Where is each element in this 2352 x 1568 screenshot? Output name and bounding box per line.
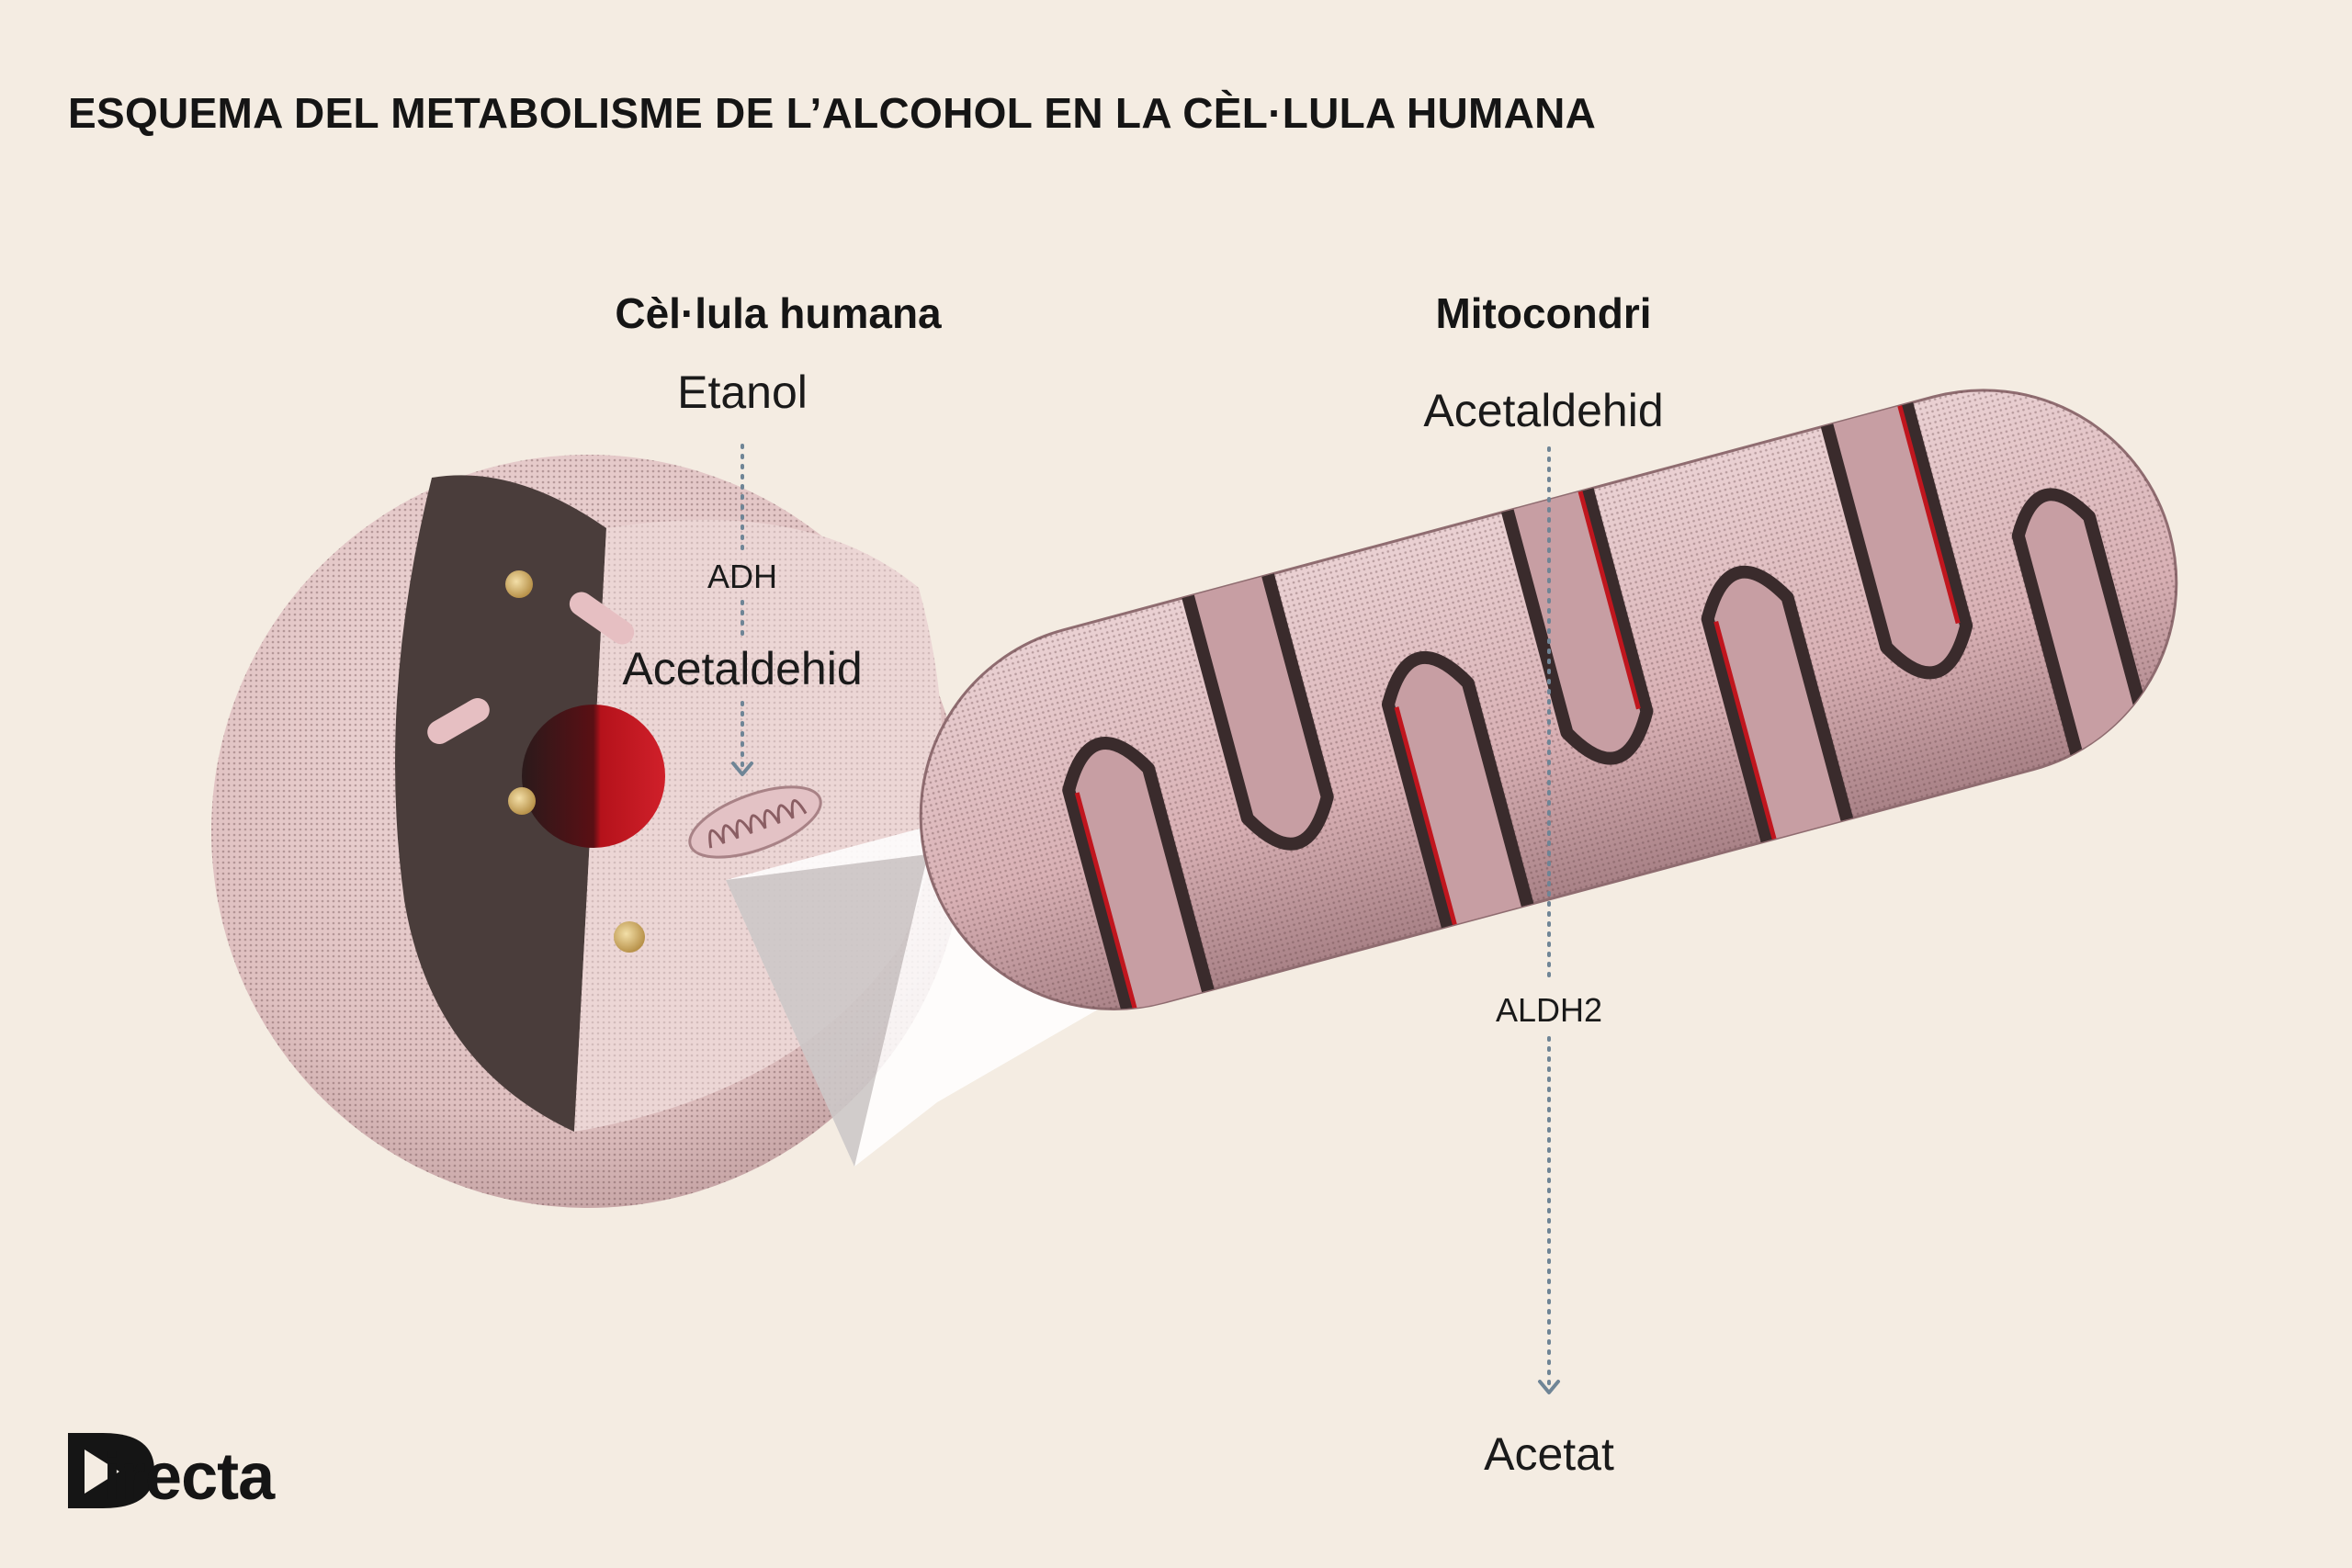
crista [1496, 469, 1654, 765]
granule [614, 921, 645, 953]
directa-logo-mark [68, 1433, 154, 1508]
crista [1701, 565, 1859, 861]
cristae-group [1062, 384, 2160, 1032]
granule [508, 787, 536, 815]
crista [1381, 651, 1539, 946]
cell-substrate-label: Etanol [677, 367, 808, 418]
crista-accent [1573, 473, 1641, 710]
mitochondrion-heading: Mitocondri [1435, 289, 1652, 337]
granule [505, 570, 533, 598]
cell-heading: Cèl·lula humana [615, 289, 942, 337]
arrow-acetaldehyde-to-acetate [1538, 446, 1560, 1394]
logo-wordmark: Directa [103, 1444, 275, 1510]
crista-accent [1713, 620, 1781, 858]
play-icon [85, 1450, 119, 1494]
crista [1062, 737, 1219, 1032]
cell-enzyme-label: ADH [707, 558, 778, 595]
cell-product-label: Acetaldehid [622, 643, 863, 694]
crista [1815, 384, 1973, 680]
organelle [427, 698, 490, 744]
organelle [569, 592, 635, 645]
crista [2011, 488, 2160, 777]
logo-rest: irecta [103, 1440, 275, 1514]
mitochondrion-substrate-label: Acetaldehid [1423, 385, 1664, 436]
crista [1177, 555, 1334, 851]
zoom-cone-shadow [726, 854, 928, 1167]
mitochondrion-product-label: Acetat [1484, 1428, 1614, 1480]
human-cell-illustration [211, 455, 965, 1208]
arrow-ethanol-to-acetaldehyde [731, 444, 753, 776]
cell-nucleus [522, 705, 665, 848]
crista-accent [1394, 706, 1462, 943]
arrowhead-icon [731, 761, 753, 776]
mitochondrion-enzyme-label: ALDH2 [1495, 991, 1603, 1029]
crista-accent [1074, 792, 1143, 1029]
arrowhead-icon [1538, 1380, 1560, 1394]
page-title: ESQUEMA DEL METABOLISME DE L’ALCOHOL EN … [68, 89, 1597, 137]
crista-accent [1893, 387, 1961, 625]
small-mitochondrion [688, 785, 822, 859]
cell-cut-dark-face [395, 475, 606, 1132]
